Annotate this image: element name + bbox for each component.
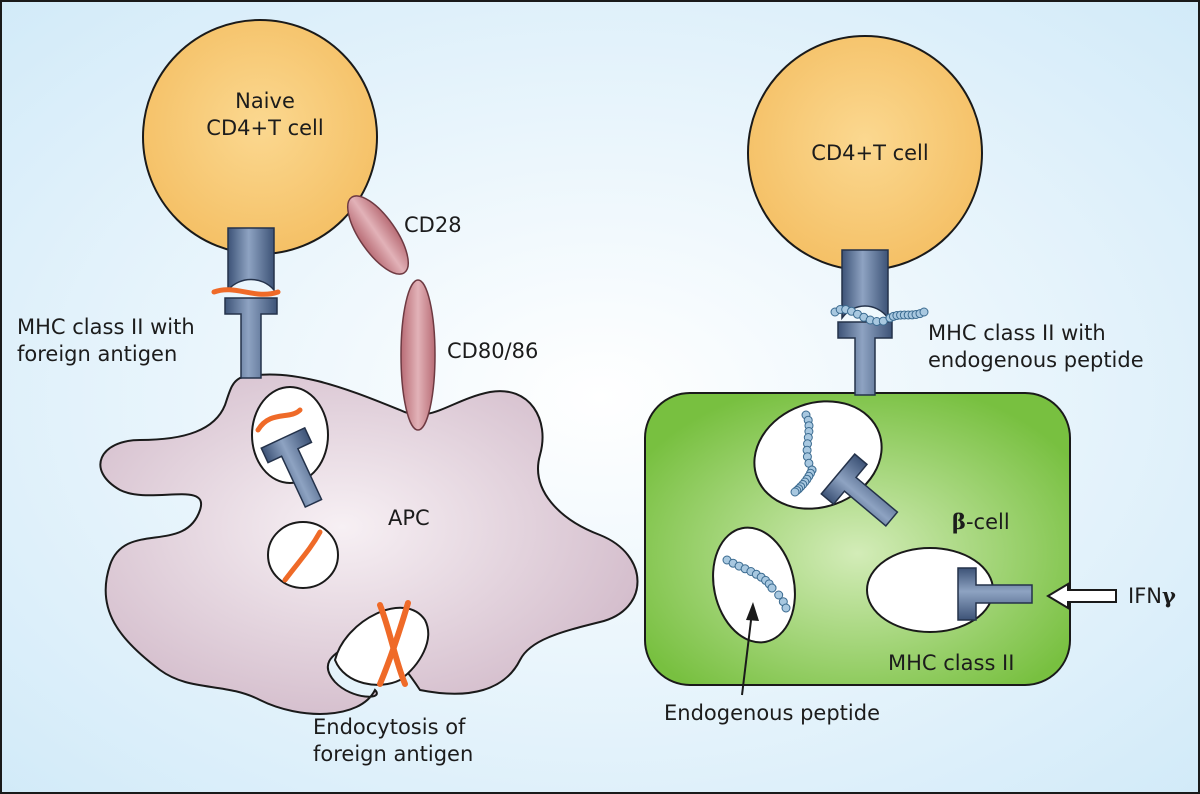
cd28-label: CD28 <box>404 213 462 237</box>
vesicle-antigen-icon <box>255 407 303 433</box>
vesicle-antigen2-icon <box>282 529 323 583</box>
left-mhc-label: MHC class II with foreign antigen <box>17 315 195 367</box>
endogenous-peptide-beads-icon <box>722 555 791 613</box>
vesicle-peptide-beads-icon <box>790 410 817 497</box>
endogenous-peptide-label: Endogenous peptide <box>664 701 880 725</box>
left-foreign-antigen-icon <box>211 287 281 297</box>
cd28-icon <box>347 195 409 275</box>
surface-peptide-beads-icon <box>830 305 929 326</box>
endocytosis-pit <box>333 606 430 686</box>
ifn-gamma-arrow-icon <box>1046 582 1117 610</box>
right-mhc-label: MHC class II with endogenous peptide <box>928 321 1144 373</box>
naive-t-cell-label: Naive CD4+T cell <box>206 89 324 141</box>
peptide-pointer-arrow-icon <box>741 602 759 696</box>
cd80-86-label: CD80/86 <box>447 339 539 363</box>
apc-label: APC <box>388 506 430 530</box>
peptide-bead <box>919 307 929 317</box>
beta-new-mhc-icon <box>957 567 1033 621</box>
right-mhc-icon <box>837 321 893 396</box>
mhc-class-ii-vesicle-label: MHC class II <box>888 651 1015 675</box>
cd4-t-cell-label: CD4+T cell <box>811 141 929 165</box>
left-mhc-icon <box>224 297 278 379</box>
peptide-bead <box>781 603 791 613</box>
peptide-bead <box>790 487 800 497</box>
beta-cell-label: β-cell <box>952 509 1010 534</box>
ifn-gamma-label: IFNγ <box>1128 583 1176 608</box>
apc-cell <box>99 373 639 715</box>
beta-vesicle-peptide <box>712 526 796 644</box>
beta-vesicle-mhc-icon <box>820 453 899 527</box>
peptide-bead <box>774 590 784 600</box>
cd80-86-icon <box>400 279 436 431</box>
endocytosis-label: Endocytosis of foreign antigen <box>313 715 474 767</box>
engulfed-antigen-icon <box>377 600 411 687</box>
peptide-bead <box>767 583 777 593</box>
